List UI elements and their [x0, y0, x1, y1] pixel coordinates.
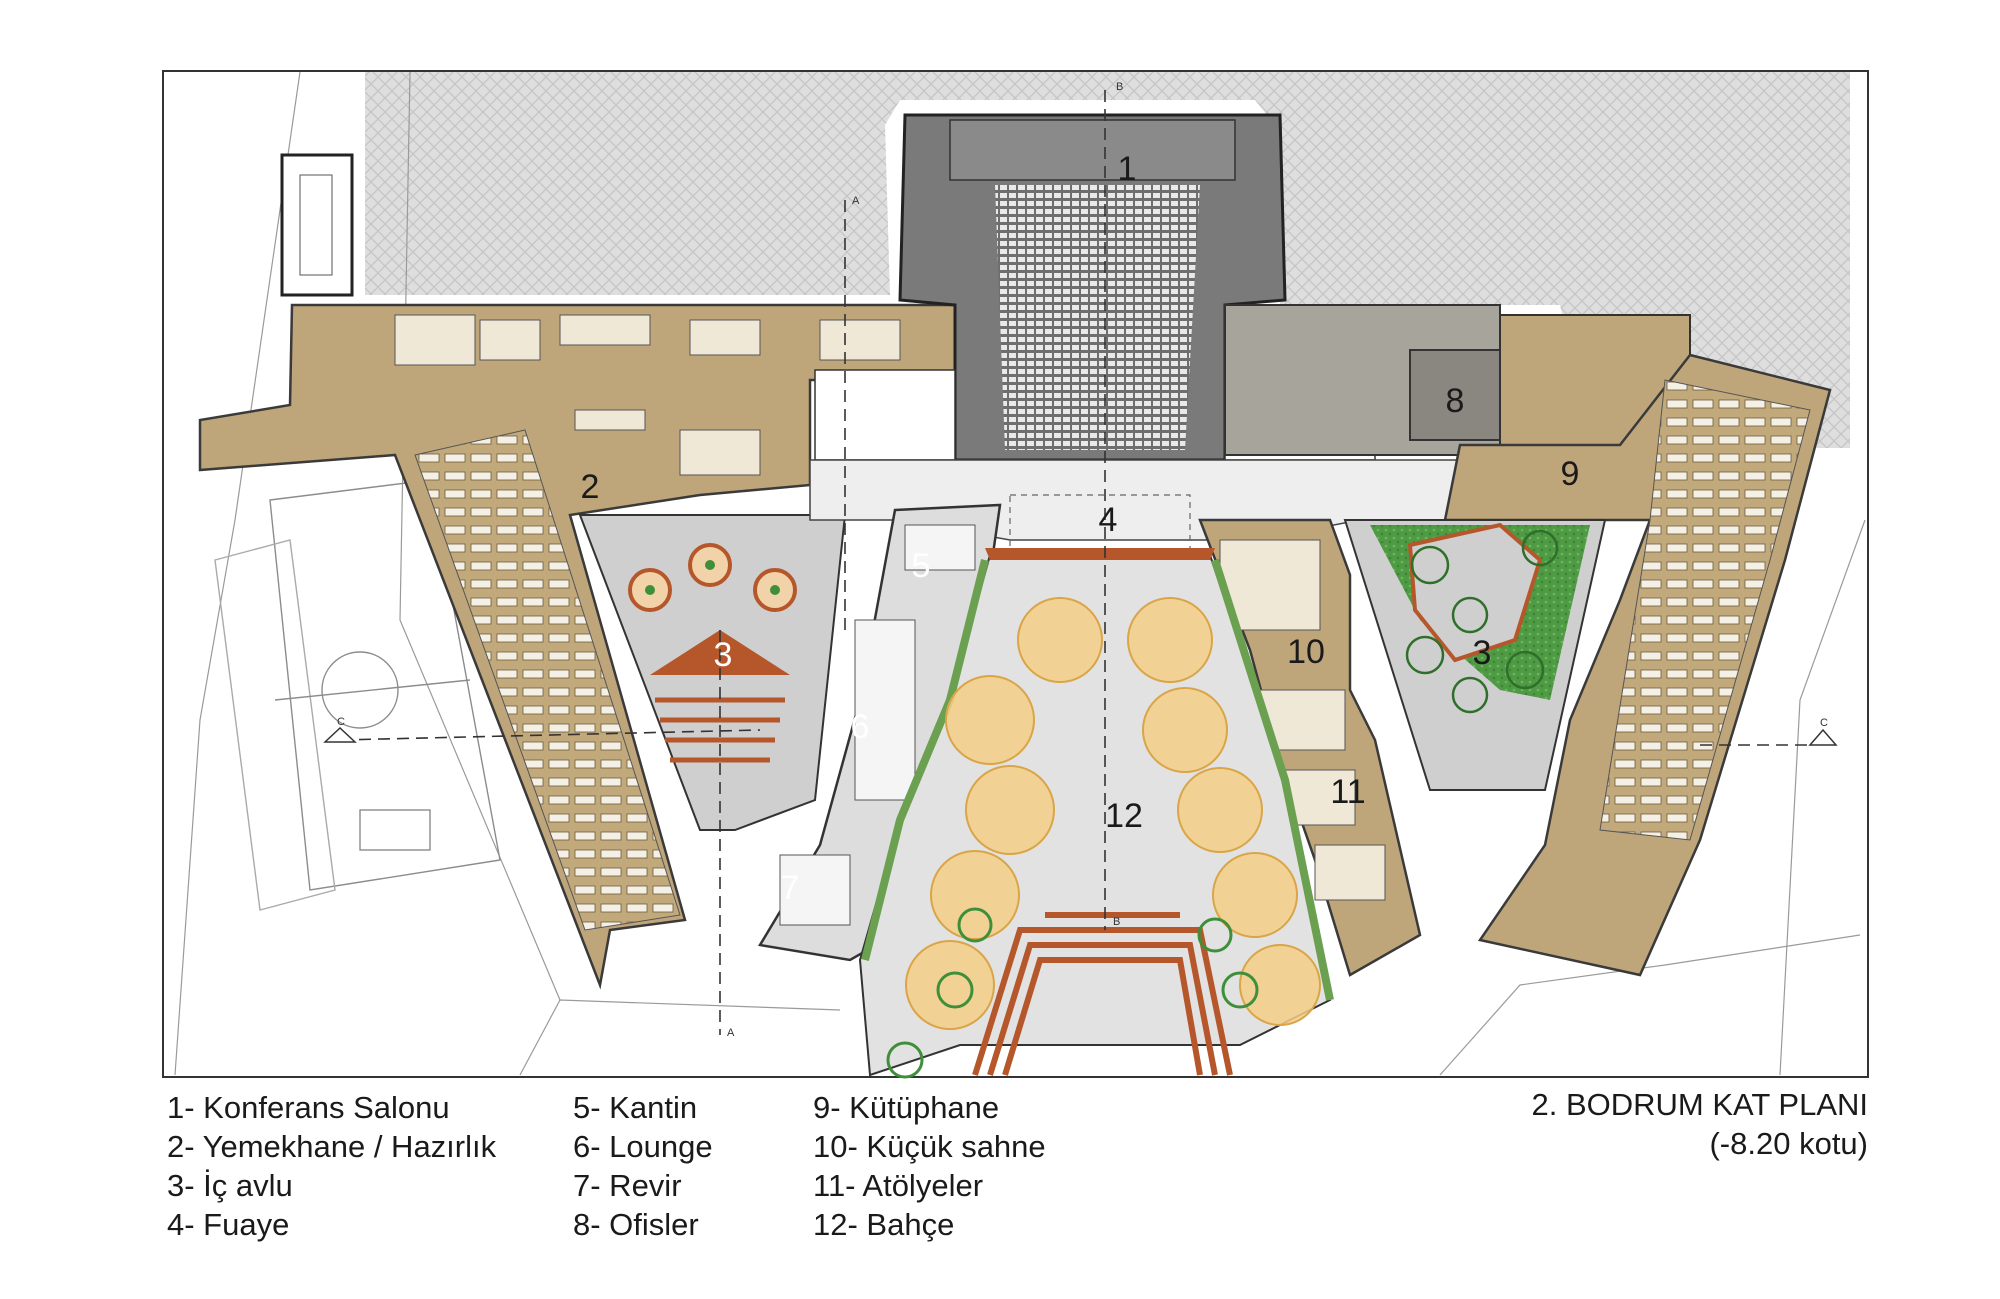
room-label-fuaye: 4 — [1099, 501, 1118, 539]
plan-level: (-8.20 kotu) — [1709, 1126, 1868, 1161]
legend-item: 12- Bahçe — [813, 1207, 955, 1242]
room-label-yemekhane: 2 — [581, 468, 600, 506]
room-label-ofisler: 8 — [1446, 382, 1465, 420]
room-label-kutuphane: 9 — [1561, 455, 1580, 493]
legend-item: 8- Ofisler — [573, 1207, 699, 1242]
section-mark-c-left: C — [337, 716, 345, 728]
room-label-ic-avlu-left: 3 — [714, 636, 733, 674]
room-label-ic-avlu-right: 3 — [1473, 634, 1492, 672]
plan-title-block: 2. BODRUM KAT PLANI (-8.20 kotu) — [1532, 1085, 1869, 1163]
room-label-bahce: 12 — [1105, 797, 1143, 835]
room-label-kantin: 5 — [912, 547, 931, 585]
room-label-revir: 7 — [781, 869, 800, 907]
room-label-kucuk-sahne: 10 — [1287, 633, 1325, 671]
legend-item: 1- Konferans Salonu — [167, 1090, 450, 1125]
legend-item: 9- Kütüphane — [813, 1090, 1000, 1125]
section-mark-b-bottom: B — [1113, 916, 1120, 928]
section-mark-a-bottom: A — [727, 1027, 735, 1039]
legend-item: 5- Kantin — [573, 1090, 698, 1125]
legend-item: 10- Küçük sahne — [813, 1129, 1046, 1164]
room-label-konferans: 1 — [1118, 150, 1137, 188]
legend-column-3: 9- Kütüphane 10- Küçük sahne 11- Atölyel… — [813, 1088, 1046, 1244]
plan-title: 2. BODRUM KAT PLANI — [1531, 1087, 1869, 1122]
legend-item: 11- Atölyeler — [813, 1168, 984, 1203]
legend-column-2: 5- Kantin 6- Lounge 7- Revir 8- Ofisler — [573, 1088, 713, 1244]
legend-column-1: 1- Konferans Salonu 2- Yemekhane / Hazır… — [167, 1088, 496, 1244]
legend-item: 6- Lounge — [573, 1129, 713, 1164]
section-mark-a-top: A — [852, 195, 860, 207]
section-mark-c-right: C — [1820, 717, 1828, 729]
legend-item: 2- Yemekhane / Hazırlık — [167, 1129, 497, 1164]
legend-item: 4- Fuaye — [167, 1207, 290, 1242]
room-label-atolyeler: 11 — [1330, 773, 1365, 811]
legend-item: 7- Revir — [573, 1168, 682, 1203]
room-label-lounge: 6 — [851, 708, 870, 746]
section-mark-b-top: B — [1116, 81, 1123, 93]
legend-item: 3- İç avlu — [167, 1168, 293, 1203]
